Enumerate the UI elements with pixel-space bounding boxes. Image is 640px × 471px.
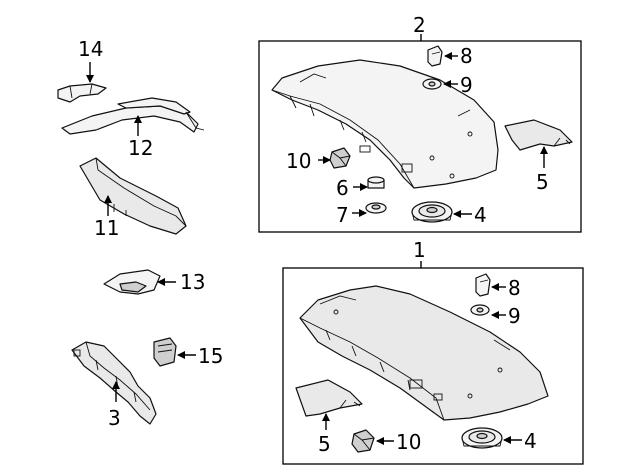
callout-10-top: 10 xyxy=(286,149,311,173)
callout-9-top: 9 xyxy=(460,73,473,97)
bracket-10-bottom xyxy=(351,429,375,453)
grommet-7 xyxy=(365,202,387,214)
callout-6: 6 xyxy=(336,176,349,200)
bracket-10-top xyxy=(329,147,351,169)
callout-4-top: 4 xyxy=(474,203,487,227)
speaker-4-top xyxy=(411,201,453,223)
callout-8-top: 8 xyxy=(460,44,473,68)
callout-14: 14 xyxy=(78,37,103,61)
assembly-box-1 xyxy=(282,267,584,465)
package-tray-upper xyxy=(271,59,499,189)
cover-5-bottom xyxy=(295,379,363,417)
callout-15: 15 xyxy=(198,344,223,368)
trim-strip-12 xyxy=(61,97,205,135)
callout-10-bottom: 10 xyxy=(396,430,421,454)
callout-8-bottom: 8 xyxy=(508,276,521,300)
callout-5-bottom: 5 xyxy=(318,432,331,456)
clip-8-bottom xyxy=(475,273,491,297)
retainer-6 xyxy=(367,176,385,189)
side-panel-11 xyxy=(79,157,187,235)
callout-12: 12 xyxy=(128,136,153,160)
assembly-box-2 xyxy=(258,40,582,233)
callout-9-bottom: 9 xyxy=(508,304,521,328)
cover-5-top xyxy=(504,119,573,151)
clip-8-top xyxy=(427,45,443,67)
handle-13 xyxy=(103,269,161,295)
nut-9-bottom xyxy=(470,304,490,316)
callout-13: 13 xyxy=(180,270,205,294)
nut-9-top xyxy=(422,78,442,90)
callout-11: 11 xyxy=(94,216,119,240)
callout-4-bottom: 4 xyxy=(524,429,537,453)
package-tray-lower xyxy=(299,285,549,421)
callout-3: 3 xyxy=(108,406,121,430)
clip-15 xyxy=(153,337,177,367)
trim-14 xyxy=(57,83,107,103)
callout-1: 1 xyxy=(413,238,426,262)
speaker-4-bottom xyxy=(461,427,503,449)
callout-2: 2 xyxy=(413,13,426,37)
callout-7: 7 xyxy=(336,203,349,227)
callout-5-top: 5 xyxy=(536,170,549,194)
